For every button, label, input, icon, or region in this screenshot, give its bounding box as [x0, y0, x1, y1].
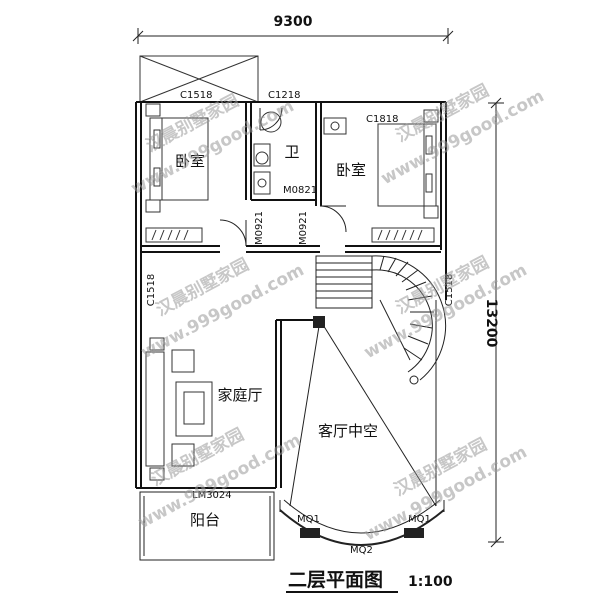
- room-label-bedroom-right: 卧室: [336, 161, 366, 179]
- balcony: [139, 491, 275, 561]
- window-code-c1218: C1218: [268, 90, 300, 101]
- column: [313, 316, 325, 328]
- exterior-walls: [135, 101, 447, 489]
- dimension-lines: [132, 28, 504, 548]
- window-code-mq1-left: MQ1: [297, 514, 320, 525]
- window-code-c1818: C1818: [366, 114, 398, 125]
- drawing-title: 二层平面图: [288, 569, 383, 591]
- door-swings: [219, 107, 347, 247]
- column: [404, 528, 424, 538]
- room-label-bedroom-left: 卧室: [175, 152, 205, 170]
- column: [300, 528, 320, 538]
- door-code-m0821: M0821: [283, 185, 317, 196]
- room-label-living-void: 客厅中空: [318, 422, 378, 440]
- window-code-mq1-right: MQ1: [408, 514, 431, 525]
- bedroom-right-furniture: [323, 109, 439, 243]
- door-code-m0921-a: M0921: [254, 211, 265, 245]
- window-code-c1518-top: C1518: [180, 90, 212, 101]
- interior-walls: [141, 102, 441, 488]
- living-void: [279, 300, 445, 546]
- door-code-lm3024: LM3024: [192, 490, 232, 501]
- drawing-scale: 1:100: [408, 574, 453, 590]
- window-code-c1518-left: C1518: [146, 274, 157, 306]
- door-code-m0921-b: M0921: [298, 211, 309, 245]
- window-code-c1518-right: C1518: [444, 274, 455, 306]
- room-label-bathroom: 卫: [284, 143, 299, 161]
- bedroom-left-furniture: [145, 103, 209, 243]
- room-label-balcony: 阳台: [190, 511, 220, 529]
- bathroom-fixtures: [253, 111, 282, 195]
- family-hall-furniture: [145, 337, 213, 481]
- height-dimension: 13200: [483, 299, 499, 348]
- room-label-family-hall: 家庭厅: [217, 386, 262, 404]
- window-code-mq2: MQ2: [350, 545, 373, 556]
- width-dimension: 9300: [274, 14, 313, 30]
